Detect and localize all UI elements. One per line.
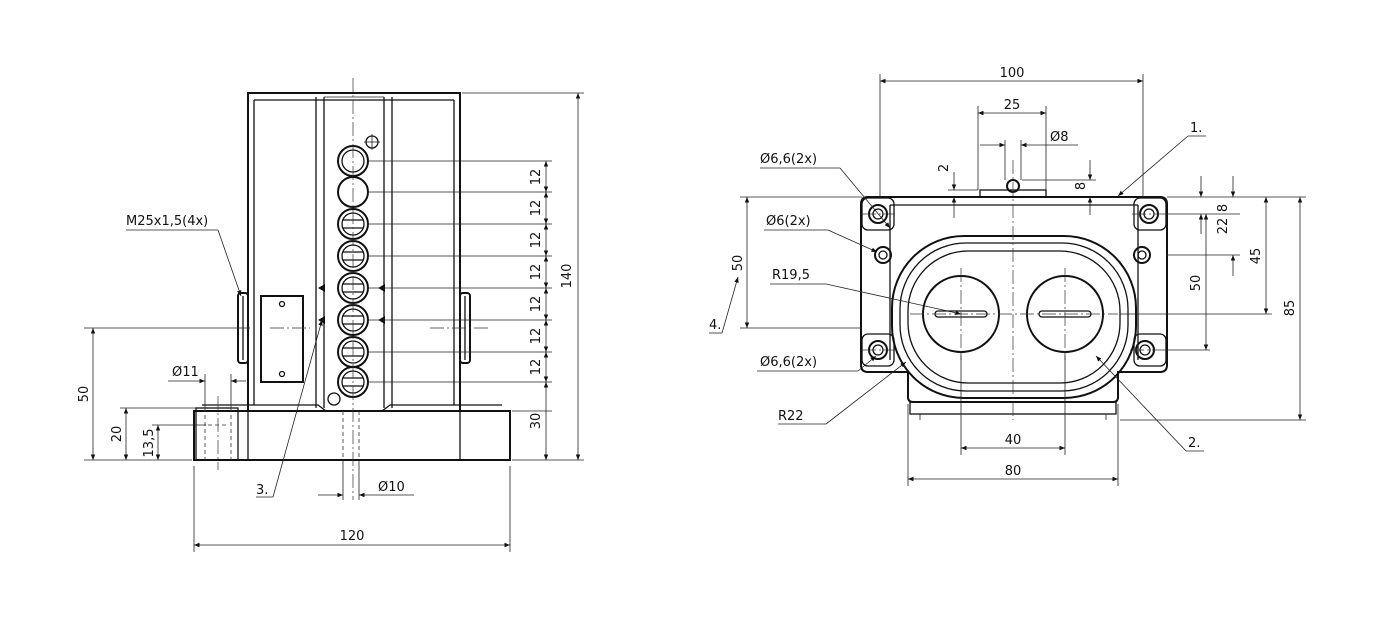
top-oval-seal bbox=[891, 235, 1137, 399]
pitch-label: 12 bbox=[529, 264, 544, 281]
label-plate bbox=[260, 295, 304, 383]
callout-2: 2. bbox=[1188, 436, 1200, 451]
callout-3: 3. bbox=[256, 483, 268, 498]
dim-30: 30 bbox=[529, 413, 544, 430]
dim-22: 22 bbox=[1216, 218, 1231, 235]
dim-25: 25 bbox=[1004, 98, 1021, 113]
side-view: 120 140 12 12 12 12 12 bbox=[77, 78, 584, 552]
side-dimensions: 120 140 12 12 12 12 12 bbox=[77, 92, 584, 552]
radius-22-label: R22 bbox=[778, 409, 804, 424]
pitch-label: 12 bbox=[529, 328, 544, 345]
dim-dia-11: Ø11 bbox=[172, 365, 199, 380]
top-mounting-holes bbox=[861, 197, 1167, 367]
top-dimensions: 100 25 Ø8 2 8 bbox=[709, 66, 1306, 486]
dim-120: 120 bbox=[340, 529, 365, 544]
thread-label: M25x1,5(4x) bbox=[126, 214, 208, 229]
dim-100: 100 bbox=[1000, 66, 1025, 81]
pitch-label: 12 bbox=[529, 296, 544, 313]
plunger-stack bbox=[270, 78, 488, 500]
top-housing-outline bbox=[860, 179, 1168, 420]
dim-8-top: 8 bbox=[1074, 182, 1089, 190]
hole-66-top-label: Ø6,6(2x) bbox=[760, 152, 817, 167]
dim-140: 140 bbox=[560, 264, 575, 289]
callout-1: 1. bbox=[1190, 121, 1202, 136]
dim-dia-8: Ø8 bbox=[1050, 130, 1069, 145]
hole-66-bottom-label: Ø6,6(2x) bbox=[760, 355, 817, 370]
pitch-label: 12 bbox=[529, 200, 544, 217]
dim-85: 85 bbox=[1283, 300, 1298, 317]
dim-8-right: 8 bbox=[1216, 204, 1231, 212]
dim-2: 2 bbox=[937, 164, 952, 172]
radius-19-5-label: R19,5 bbox=[772, 268, 810, 283]
pitch-label: 12 bbox=[529, 359, 544, 376]
dim-13-5: 13,5 bbox=[142, 429, 157, 458]
dim-40: 40 bbox=[1005, 433, 1022, 448]
dim-50: 50 bbox=[77, 386, 92, 403]
pitch-label: 12 bbox=[529, 169, 544, 186]
pitch-label: 12 bbox=[529, 232, 544, 249]
side-base-plate bbox=[193, 396, 511, 470]
dim-dia-10: Ø10 bbox=[378, 480, 405, 495]
dim-50-left: 50 bbox=[731, 255, 746, 272]
callout-4: 4. bbox=[709, 318, 721, 333]
dim-50-right: 50 bbox=[1189, 275, 1204, 292]
top-view: 100 25 Ø8 2 8 bbox=[709, 66, 1306, 486]
dim-45: 45 bbox=[1249, 248, 1264, 265]
dim-20: 20 bbox=[110, 426, 125, 443]
dim-80: 80 bbox=[1005, 464, 1022, 479]
hole-6-label: Ø6(2x) bbox=[766, 214, 811, 229]
